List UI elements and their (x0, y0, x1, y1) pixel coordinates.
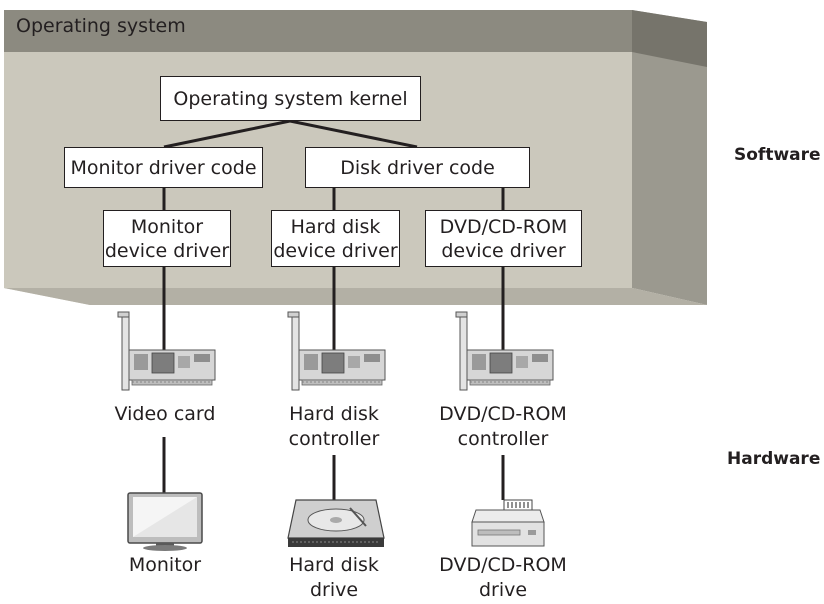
disk-driver-code-box: Disk driver code (305, 147, 530, 188)
kernel-to-disk-code (289, 119, 418, 149)
dvd-controller-label: DVD/CD-ROM controller (439, 403, 567, 450)
os-panel-top-right (632, 10, 707, 67)
os-panel-header (4, 10, 632, 52)
dvd-drive-label: DVD/CD-ROM drive (439, 554, 567, 601)
hard-disk-controller-label: Hard disk controller (288, 403, 380, 450)
software-layer-label: Software (734, 145, 821, 165)
dvd-drive-icon (471, 499, 545, 547)
os-panel-side (632, 10, 707, 305)
monitor-icon (127, 492, 203, 551)
os-label: Operating system (16, 15, 186, 37)
hard-disk-controller-icon (287, 311, 386, 391)
os-panel-bottom-shadow (4, 288, 707, 305)
hard-disk-device-driver-box: Hard disk device driver (271, 210, 400, 267)
kernel-to-monitor-code (163, 119, 291, 149)
monitor-label: Monitor (128, 554, 202, 576)
video-card-label: Video card (114, 403, 216, 425)
hard-disk-drive-icon (287, 499, 385, 547)
hard-disk-drive-label: Hard disk drive (289, 554, 379, 601)
monitor-device-driver-box: Monitor device driver (103, 210, 231, 267)
video-card-icon (117, 311, 216, 391)
dvd-controller-icon (455, 311, 554, 391)
connectors (162, 119, 505, 500)
monitor-driver-code-box: Monitor driver code (64, 147, 263, 188)
dvd-device-driver-box: DVD/CD-ROM device driver (425, 210, 582, 267)
hardware-layer-label: Hardware (727, 449, 821, 469)
kernel-box: Operating system kernel (160, 76, 421, 121)
